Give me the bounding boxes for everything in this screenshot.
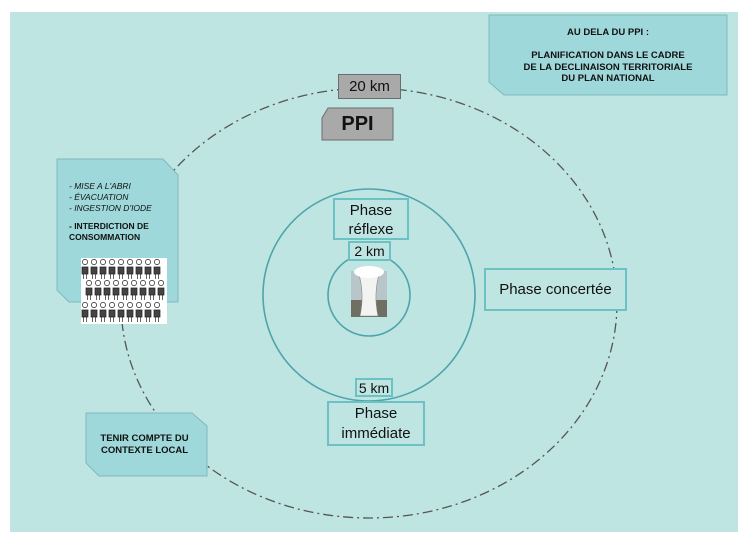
beyond-ppi-title: AU DELA DU PPI :: [567, 27, 649, 38]
ppi-label: PPI: [341, 113, 374, 135]
phase-immediate-label: Phase immédiate: [327, 401, 425, 446]
top-note-shape: [488, 14, 728, 96]
beyond-ppi-body: PLANIFICATION DANS LE CADRE DE LA DECLIN…: [523, 50, 693, 84]
bottom-note-shape: [85, 412, 208, 477]
phase-reflexe-label: Phase réflexe: [333, 198, 409, 240]
ppi-label-shape: [321, 107, 394, 141]
local-context-note: TENIR COMPTE DU CONTEXTE LOCAL: [100, 433, 189, 456]
action-item: - ÉVACUATION: [69, 192, 129, 202]
beyond-ppi-note: AU DELA DU PPI : PLANIFICATION DANS LE C…: [489, 15, 727, 95]
distance-label-5km: 5 km: [355, 378, 393, 397]
protective-actions-note: - MISE A L'ABRI - ÉVACUATION - INGESTION…: [57, 159, 178, 302]
phase-concertee-label: Phase concertée: [484, 268, 627, 311]
action-item: - INGESTION D'IODE: [69, 203, 152, 213]
distance-label-20km: 20 km: [338, 74, 401, 99]
crowd-illustration: [81, 258, 167, 324]
cooling-tower-icon: [351, 266, 387, 317]
action-item: - MISE A L'ABRI: [69, 181, 131, 191]
distance-label-2km: 2 km: [348, 241, 391, 261]
consumption-ban-item: - INTERDICTION DE CONSOMMATION: [69, 221, 149, 242]
